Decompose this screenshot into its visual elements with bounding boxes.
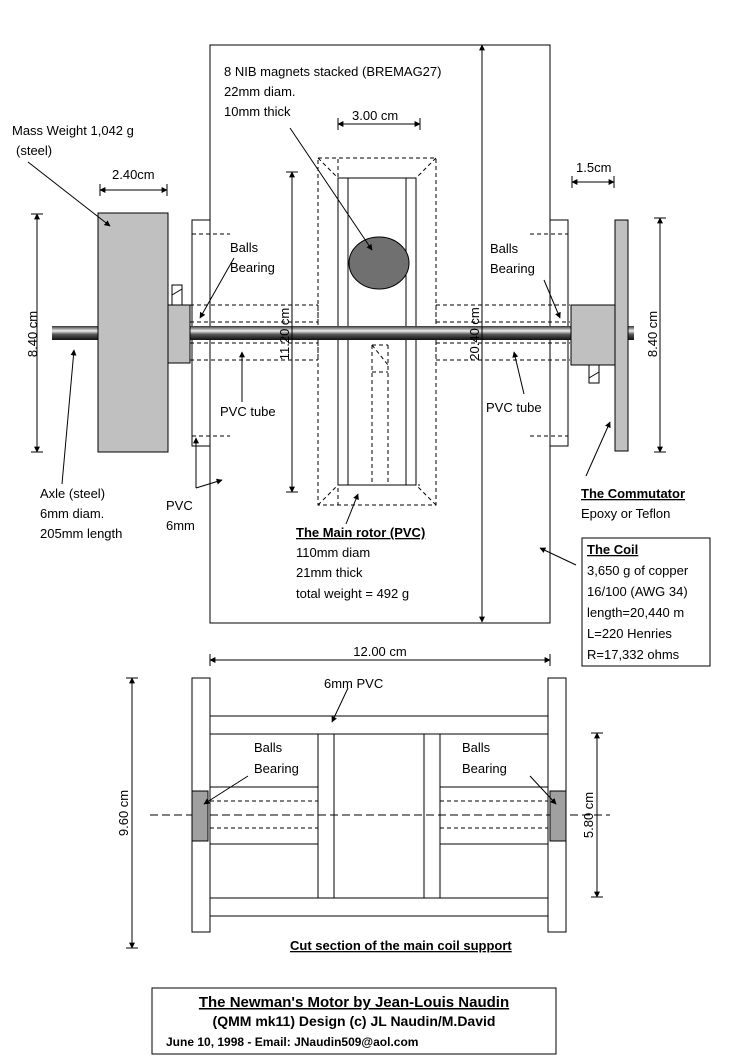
magnets-line3: 10mm thick <box>224 104 291 119</box>
dimension-lines <box>31 44 666 666</box>
mass-hub <box>167 304 191 364</box>
support-inner-dim: 5.80 cm <box>581 792 596 838</box>
coil-line5: R=17,332 ohms <box>587 647 680 662</box>
bearing-left-line2: Bearing <box>230 260 275 275</box>
section-pvc-label: 6mm PVC <box>324 676 383 691</box>
axle-line1: Axle (steel) <box>40 486 105 501</box>
coil-info-box <box>581 537 711 667</box>
coil-line4: L=220 Henries <box>587 626 672 641</box>
mass-line2: (steel) <box>16 143 52 158</box>
pvc-tube-left: PVC tube <box>220 404 276 419</box>
magnets-line2: 22mm diam. <box>224 84 296 99</box>
support-width-dim: 12.00 cm <box>353 644 406 659</box>
commutator-line1: Epoxy or Teflon <box>581 506 670 521</box>
coil-title: The Coil <box>587 542 638 557</box>
bearing-left-line1: Balls <box>230 240 259 255</box>
section-bearing-right-line2: Bearing <box>462 761 507 776</box>
rotor-line1: 110mm diam <box>296 545 370 560</box>
commutator-screw <box>588 364 600 384</box>
cut-section <box>191 677 567 933</box>
bearing-right-line2: Bearing <box>490 261 535 276</box>
leader-lines <box>27 127 611 566</box>
mass-screw <box>171 284 183 306</box>
section-bearing-right <box>549 790 567 842</box>
coil-line3: length=20,440 m <box>587 605 684 620</box>
support-height-dim: 9.60 cm <box>116 790 131 836</box>
credits-date-email: June 10, 1998 - Email: JNaudin509@aol.co… <box>166 1035 418 1049</box>
bearing-right-line1: Balls <box>490 241 519 256</box>
mass-height-dim: 8.40 cm <box>25 311 40 357</box>
axle-line3: 205mm length <box>40 526 122 541</box>
credits-subtitle: (QMM mk11) Design (c) JL Naudin/M.David <box>213 1013 496 1029</box>
mass-weight <box>97 212 169 453</box>
pvc6-line2: 6mm <box>166 518 195 533</box>
credits-box <box>151 987 557 1055</box>
rotor-line2: 21mm thick <box>296 565 363 580</box>
section-bearing-right-line1: Balls <box>462 740 491 755</box>
section-dimensions <box>126 677 603 949</box>
outer-height-dim: 20.40 cm <box>467 307 482 360</box>
mass-width-dim: 2.40cm <box>112 167 155 182</box>
commutator-hub <box>570 304 616 366</box>
coil-line2: 16/100 (AWG 34) <box>587 584 688 599</box>
pvc6-line1: PVC <box>166 498 193 513</box>
rotor-title: The Main rotor (PVC) <box>296 525 425 540</box>
section-bearing-left-line2: Bearing <box>254 761 299 776</box>
section-caption: Cut section of the main coil support <box>290 938 512 953</box>
rotor-gap-dim: 3.00 cm <box>352 108 398 123</box>
section-bearing-left <box>191 790 209 842</box>
pvc-tube-right: PVC tube <box>486 400 542 415</box>
inner-height-dim: 11.20 cm <box>277 308 292 361</box>
magnets-line1: 8 NIB magnets stacked (BREMAG27) <box>224 64 441 79</box>
magnet-stack <box>348 236 410 290</box>
commutator-title: The Commutator <box>581 486 685 501</box>
credits-title: The Newman's Motor by Jean-Louis Naudin <box>199 994 509 1011</box>
rotor-line3: total weight = 492 g <box>296 586 409 601</box>
commutator-height-dim: 8.40 cm <box>645 311 660 357</box>
axle <box>52 326 634 340</box>
commutator-width-dim: 1.5cm <box>576 160 611 175</box>
commutator-disc <box>614 219 629 452</box>
axle-line2: 6mm diam. <box>40 506 104 521</box>
coil-line1: 3,650 g of copper <box>587 563 689 578</box>
section-bearing-left-line1: Balls <box>254 740 283 755</box>
mass-line1: Mass Weight 1,042 g <box>12 123 134 138</box>
cut-section-hidden <box>150 800 610 829</box>
